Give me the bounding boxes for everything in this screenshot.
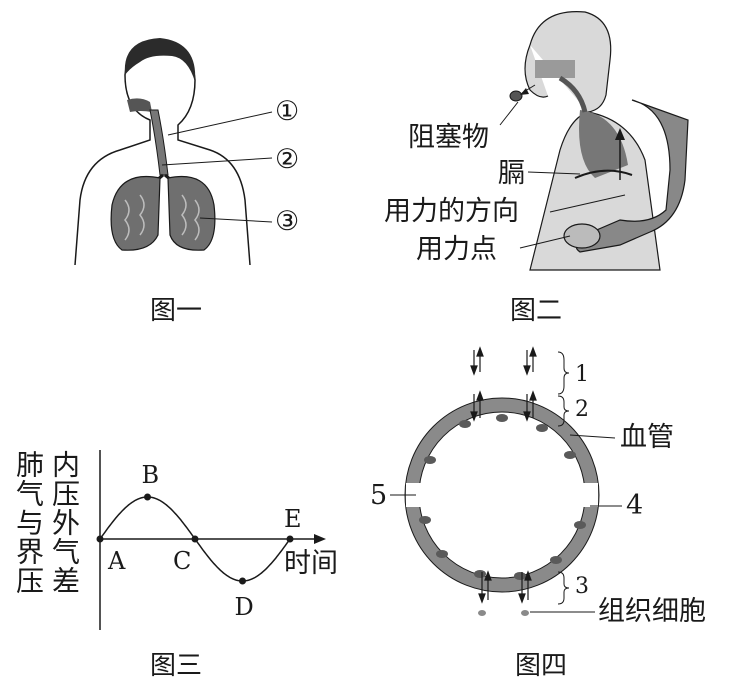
label-force-point: 用力点 (416, 234, 497, 265)
exchange-arrows-top (470, 346, 537, 422)
figure-1-drawing (74, 38, 273, 266)
curve-point-a (96, 535, 104, 543)
label-2: 2 (575, 397, 589, 422)
x-axis-arrow (314, 534, 326, 544)
figure-2-caption: 图二 (510, 296, 563, 326)
ylabel-col-1: 肺气与界压 (12, 450, 45, 595)
label-force-direction: 用力的方向 (384, 196, 519, 227)
pressure-curve-chart: A B C D E (96, 450, 326, 630)
curve-point-label-c: C (173, 547, 191, 575)
label-diaphragm: 膈 (498, 158, 525, 189)
marker-3: ③ (275, 206, 300, 237)
ylabel-col-2: 内压外气差 (48, 450, 81, 595)
brace-2 (557, 395, 570, 427)
label-4: 4 (626, 490, 644, 521)
label-5: 5 (370, 480, 388, 511)
figure-4-caption: 图四 (515, 651, 568, 681)
figure-3-caption: 图三 (150, 651, 203, 681)
label-tissue-cells: 组织细胞 (598, 596, 706, 627)
curve-point-label-a: A (107, 547, 126, 575)
blood-cells (419, 414, 586, 580)
figure-2: 阻塞物 膈 用力的方向 用力点 图二 (370, 0, 732, 340)
marker-2: ② (275, 144, 300, 175)
label-1: 1 (575, 362, 589, 387)
curve-point-d (239, 577, 246, 585)
figure-4: 1 2 3 血管 5 4 组织细胞 图四 (370, 340, 732, 681)
leader-1 (167, 111, 273, 136)
fist (563, 223, 601, 249)
left-lung (110, 175, 161, 251)
curve-point-e (286, 535, 294, 543)
diaphragm (574, 169, 633, 179)
label-vessel: 血管 (620, 422, 674, 453)
alveolus-ring (405, 398, 599, 592)
hair (124, 38, 196, 82)
brace-3 (557, 571, 570, 605)
curve-point-label-b: B (142, 461, 160, 489)
nasal-cavity (127, 98, 152, 112)
figure-4-drawing (390, 346, 622, 616)
leader-3 (199, 217, 273, 223)
exchange-arrows-bottom (478, 570, 532, 604)
curve-point-b (144, 493, 151, 501)
lung-area (579, 110, 628, 178)
leader-2 (161, 157, 273, 166)
trachea (149, 109, 169, 176)
curve-point-label-d: D (235, 593, 254, 621)
figure-1: ① ② ③ 图一 (0, 0, 360, 340)
label-3: 3 (575, 574, 589, 599)
right-lung (167, 175, 216, 251)
tissue-cell-1 (478, 610, 486, 616)
figure-3: 肺气与界压 内压外气差 A B C D E 时间 图三 (0, 340, 360, 681)
brace-1 (557, 351, 570, 395)
curve-point-c (191, 535, 199, 543)
label-obstruction: 阻塞物 (408, 122, 489, 153)
tissue-cell-2 (521, 610, 529, 616)
figure-2-drawing (499, 11, 689, 271)
xlabel-time: 时间 (284, 548, 338, 579)
figure-1-caption: 图一 (150, 296, 203, 326)
marker-1: ① (275, 96, 300, 127)
curve-point-label-e: E (284, 505, 302, 533)
obstruction-object (509, 90, 523, 102)
